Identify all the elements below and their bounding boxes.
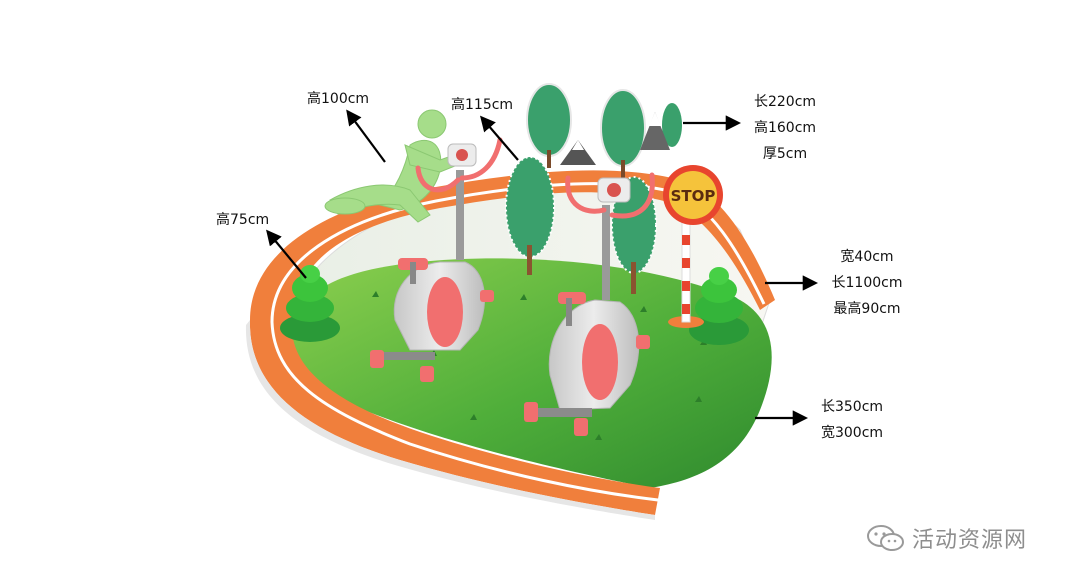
arrow-tree xyxy=(266,229,307,279)
exercise-bike-left xyxy=(370,137,503,382)
front-panel-trees xyxy=(505,156,657,294)
annotation-arrows xyxy=(266,109,819,426)
running-track xyxy=(249,170,776,515)
label-bike-height: 高115cm xyxy=(451,97,514,113)
background-trees xyxy=(526,83,682,180)
exercise-bike-right xyxy=(524,172,655,436)
stop-sign-text: STOP xyxy=(671,187,716,205)
track-edge xyxy=(245,320,655,520)
label-cyclist-height: 高100cm xyxy=(307,91,370,107)
wechat-icon xyxy=(867,525,904,551)
tree-left xyxy=(280,265,340,342)
label-tree-height: 高75cm xyxy=(216,212,270,228)
arrow-bike xyxy=(479,115,519,161)
watermark: 活动资源网 xyxy=(866,521,1027,555)
arrow-cyclist xyxy=(346,109,386,163)
track-outer-line xyxy=(270,321,659,502)
cyclist-silhouette xyxy=(324,109,471,223)
stop-sign: STOP xyxy=(663,165,723,328)
watermark-text: 活动资源网 xyxy=(912,528,1028,553)
label-backboard-dimensions: 长220cm 高160cm 厚5cm xyxy=(753,94,817,162)
label-ground-dimensions: 长350cm 宽300cm xyxy=(820,399,884,441)
tree-right xyxy=(689,267,749,345)
label-track-dimensions: 宽40cm 长1100cm 最高90cm xyxy=(831,249,903,317)
